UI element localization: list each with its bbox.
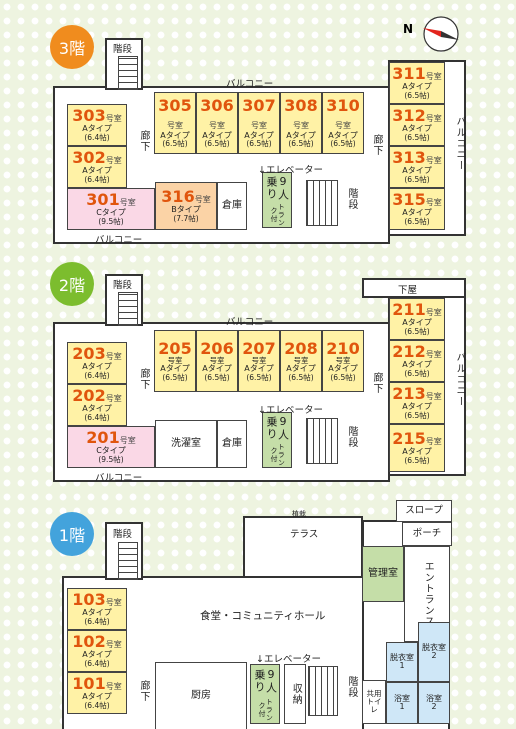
- floor-1-stairs-right: [308, 666, 338, 716]
- floor-1-planting: 植栽: [292, 510, 306, 518]
- room-103[interactable]: 103号室 Aタイプ(6.4帖): [67, 588, 127, 630]
- room-102[interactable]: 102号室 Aタイプ(6.4帖): [67, 630, 127, 672]
- room-302[interactable]: 302号室 Aタイプ(6.4帖): [67, 146, 127, 188]
- room-201[interactable]: 201号室 Cタイプ(9.5帖): [67, 426, 155, 468]
- floor-3-balcony-right: バルコニー: [454, 116, 465, 171]
- room-311[interactable]: 311号室 Aタイプ(6.5帖): [389, 62, 445, 104]
- floor-1-stairs: [118, 542, 138, 580]
- floor-1-corridor: 廊下: [138, 680, 149, 702]
- room-101[interactable]: 101号室 Aタイプ(6.4帖): [67, 672, 127, 714]
- floor-3-stairs-right: [306, 180, 338, 226]
- floor-3-storage: 倉庫: [217, 182, 247, 230]
- room-313[interactable]: 313号室 Aタイプ(6.5帖): [389, 146, 445, 188]
- floor-1-elevator[interactable]: 9人乗り トランク付: [250, 664, 280, 724]
- floor-1-storage: 収納: [284, 664, 306, 724]
- floor-2-stairs: [118, 292, 138, 326]
- floor-2-corridor-left: 廊下: [138, 368, 149, 390]
- floor-3-elevator-label: ↓エレベーター: [258, 165, 323, 176]
- floor-1-porch: ポーチ: [402, 522, 452, 546]
- floor-2-laundry: 洗濯室: [155, 420, 217, 468]
- room-303[interactable]: 303号室 Aタイプ(6.4帖): [67, 104, 127, 146]
- room-213[interactable]: 213号室 Aタイプ(6.5帖): [389, 382, 445, 424]
- floor-2-stairs-right: [306, 418, 338, 464]
- floor-3-stairs-right-label: 階段: [346, 188, 357, 210]
- compass-north-label: N: [403, 22, 414, 36]
- floor-3-balcony-top: バルコニー: [226, 79, 274, 90]
- compass: N: [403, 14, 465, 54]
- floor-2-corridor-right: 廊下: [371, 372, 382, 394]
- floor-1-badge: 1階: [50, 512, 94, 556]
- floor-1-stairs-label: 階段: [113, 529, 133, 540]
- room-215[interactable]: 215号室 Aタイプ(6.5帖): [389, 424, 445, 472]
- floor-3-stairs-label: 階段: [113, 44, 133, 55]
- compass-icon: [423, 16, 459, 52]
- floor-2-stairs-right-label: 階段: [346, 426, 357, 448]
- floor-3-elevator[interactable]: 9人乗り トランク付: [262, 172, 292, 228]
- floor-1-terrace-label: テラス: [290, 529, 319, 540]
- floor-3-corridor-right: 廊下: [371, 134, 382, 156]
- room-301[interactable]: 301号室 Cタイプ(9.5帖): [67, 188, 155, 230]
- floor-3-corridor-left: 廊下: [138, 130, 149, 152]
- room-310[interactable]: 310号室 Aタイプ(6.5帖): [322, 92, 364, 154]
- floor-2-balcony-bottom: バルコニー: [95, 473, 143, 484]
- floor-1-slope: スロープ: [396, 500, 452, 522]
- room-308[interactable]: 308号室 Aタイプ(6.5帖): [280, 92, 322, 154]
- floor-3-balcony-bottom: バルコニー: [95, 235, 143, 246]
- floor-2-storage: 倉庫: [217, 420, 247, 468]
- floor-1-elevator-label: ↓エレベーター: [256, 654, 321, 665]
- room-305[interactable]: 305号室 Aタイプ(6.5帖): [154, 92, 196, 154]
- floor-3-stairs: [118, 56, 138, 90]
- floor-2-balcony-right: バルコニー: [454, 352, 465, 407]
- room-315[interactable]: 315号室 Aタイプ(6.5帖): [389, 188, 445, 230]
- room-203[interactable]: 203号室 Aタイプ(6.4帖): [67, 342, 127, 384]
- floor-2-elevator-label: ↓エレベーター: [258, 405, 323, 416]
- floor-2-balcony-top: バルコニー: [226, 317, 274, 328]
- floor-1-toilet: 共用トイレ: [362, 680, 386, 724]
- floor-1-terrace: [243, 516, 363, 578]
- room-211[interactable]: 211号室 Aタイプ(6.5帖): [389, 298, 445, 340]
- room-307[interactable]: 307号室 Aタイプ(6.5帖): [238, 92, 280, 154]
- floor-1-hall: 食堂・コミュニティホール: [200, 610, 326, 622]
- room-316[interactable]: 316号室 Bタイプ(7.7帖): [155, 182, 217, 230]
- floor-2-shoe: 下屋: [398, 285, 418, 296]
- floor-2-badge: 2階: [50, 262, 94, 306]
- room-212[interactable]: 212号室 Aタイプ(6.5帖): [389, 340, 445, 382]
- floor-1-kitchen: 厨房: [155, 662, 247, 729]
- floor-3-badge: 3階: [50, 25, 94, 69]
- room-312[interactable]: 312号室 Aタイプ(6.5帖): [389, 104, 445, 146]
- floor-1-stairs-right-label: 階段: [346, 676, 357, 698]
- room-202[interactable]: 202号室 Aタイプ(6.4帖): [67, 384, 127, 426]
- floor-2-elevator[interactable]: 9人乗り トランク付: [262, 412, 292, 468]
- floor-2-stairs-label: 階段: [113, 280, 133, 291]
- floor-1-office[interactable]: 管理室: [362, 546, 404, 602]
- room-306[interactable]: 306号室 Aタイプ(6.5帖): [196, 92, 238, 154]
